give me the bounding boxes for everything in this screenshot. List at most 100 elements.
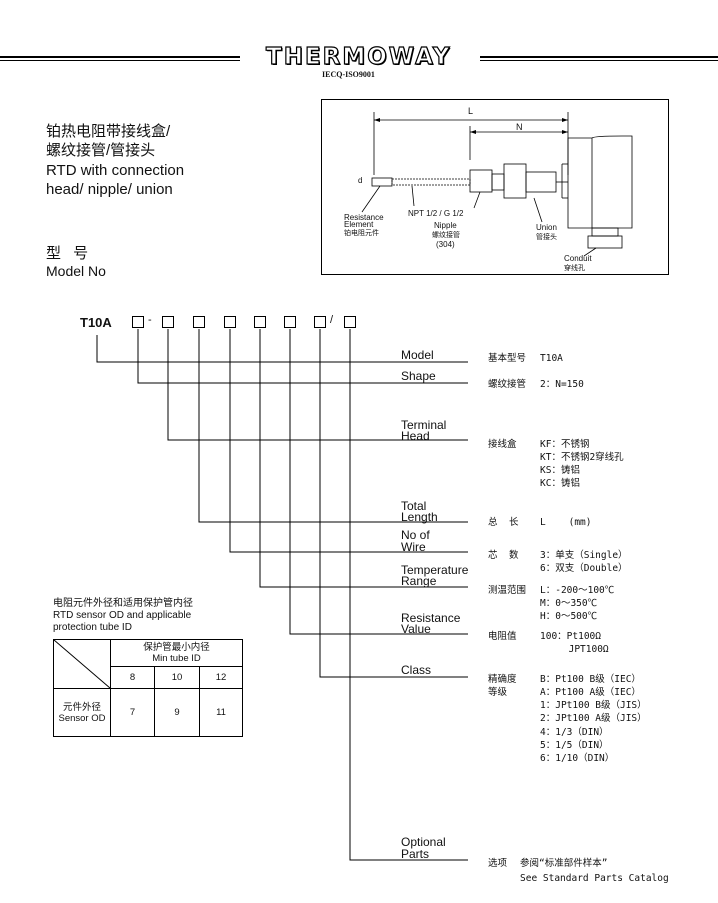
optional-value-zh: 参阅“标准部件样本” xyxy=(520,858,608,869)
table-row-label: 元件外径 Sensor OD xyxy=(53,688,111,737)
branch-shape-zh: 螺纹接管 xyxy=(488,379,527,390)
class-value-1: 1：JPt100 B级（JIS） xyxy=(540,700,647,711)
resistance-label-en1: Resistance xyxy=(344,213,384,222)
branch-resistance-label1: Resistance xyxy=(401,611,461,625)
nipple-spec-label: NPT 1/2 / G 1/2 xyxy=(408,209,464,218)
code-box-7 xyxy=(314,316,326,328)
nipple-label-en: Nipple xyxy=(434,221,457,230)
branch-model-label: Model xyxy=(401,348,434,362)
nipple-material-label: (304) xyxy=(436,240,455,249)
sensor-table-note-en2: protection tube ID xyxy=(53,622,132,633)
terminal-value-kc: KC：铸铝 xyxy=(540,478,580,489)
rtd-assembly-drawing xyxy=(361,112,633,257)
branch-wire-label2: Wire xyxy=(401,540,426,554)
class-value-b: B：Pt100 B级（IEC） xyxy=(540,674,641,685)
resistance-value-pt100: 100：Pt100Ω xyxy=(540,631,601,642)
optional-value-en: See Standard Parts Catalog xyxy=(520,873,669,884)
conduit-label-zh: 穿线孔 xyxy=(564,265,585,272)
temp-value-l: L：-200～100℃ xyxy=(540,585,615,596)
wire-value-single: 3：单支（Single） xyxy=(540,550,628,561)
code-box-1 xyxy=(132,316,144,328)
branch-length-label1: Total xyxy=(401,499,427,513)
header-rule-left xyxy=(0,56,240,61)
terminal-value-ks: KS：铸铝 xyxy=(540,465,580,476)
dim-d-label: d xyxy=(358,176,363,185)
table-row-label-zh: 元件外径 xyxy=(62,701,101,713)
table-header-zh: 保护管最小内径 xyxy=(143,641,210,653)
code-dash: - xyxy=(148,314,152,326)
brand-logo: THERMOWAY xyxy=(265,43,452,70)
branch-optional-zh: 选项 xyxy=(488,858,508,869)
union-label-zh: 管接头 xyxy=(536,234,557,241)
code-box-8 xyxy=(344,316,356,328)
branch-wire-label1: No of xyxy=(401,528,430,542)
class-value-2: 2：JPt100 A级（JIS） xyxy=(540,713,647,724)
product-drawing: L N d Resistance Element 铂电阻元件 NPT 1/2 /… xyxy=(321,99,669,275)
class-value-4: 4：1/3（DIN） xyxy=(540,727,609,738)
terminal-value-kt: KT：不锈钢2穿线孔 xyxy=(540,452,624,463)
dim-L-label: L xyxy=(468,106,474,116)
sensor-table-note-en1: RTD sensor OD and applicable xyxy=(53,610,192,621)
branch-optional-label2: Parts xyxy=(401,847,430,861)
code-box-2 xyxy=(162,316,174,328)
table-col-12: 12 xyxy=(199,665,243,690)
table-header-en: Min tube ID xyxy=(152,652,201,664)
header-rule-right xyxy=(480,56,718,61)
title-zh-line1: 铂热电阻带接线盒/ xyxy=(46,123,171,140)
diagonal-line xyxy=(54,640,110,688)
title-en-line1: RTD with connection xyxy=(46,162,185,179)
branch-length-label2: Length xyxy=(401,510,438,524)
branch-resistance-label2: Value xyxy=(401,622,431,636)
code-box-6 xyxy=(284,316,296,328)
table-value-7: 7 xyxy=(110,688,155,737)
branch-optional-label1: Optional xyxy=(401,835,446,849)
table-header-cell: 保护管最小内径 Min tube ID xyxy=(110,639,243,667)
branch-class-zh2: 等级 xyxy=(488,687,508,698)
branch-terminal-zh: 接线盒 xyxy=(488,439,517,450)
model-value: T10A xyxy=(540,353,563,364)
code-box-5 xyxy=(254,316,266,328)
branch-temp-label1: Temperature xyxy=(401,563,469,577)
temp-value-m: M：0～350℃ xyxy=(540,598,598,609)
model-code-prefix: T10A xyxy=(80,315,112,330)
table-value-9: 9 xyxy=(154,688,200,737)
dim-N-label: N xyxy=(516,122,523,132)
model-no-en: Model No xyxy=(46,263,106,279)
title-zh-line2: 螺纹接管/管接头 xyxy=(46,142,156,159)
certification-label: IECQ-ISO9001 xyxy=(322,70,375,79)
shape-value: 2：N=150 xyxy=(540,379,584,390)
resistance-value-jpt100: JPT100Ω xyxy=(540,644,609,655)
class-value-a: A：Pt100 A级（IEC） xyxy=(540,687,641,698)
table-diagonal-cell xyxy=(53,639,111,689)
table-row-label-en: Sensor OD xyxy=(58,712,106,724)
sensor-od-table: 保护管最小内径 Min tube ID 8 10 12 元件外径 Sensor … xyxy=(53,639,243,737)
table-value-11: 11 xyxy=(199,688,243,737)
branch-terminal-label1: Terminal xyxy=(401,418,447,432)
code-slash: / xyxy=(330,314,334,326)
terminal-value-kf: KF：不锈钢 xyxy=(540,439,590,450)
branch-temp-label2: Range xyxy=(401,574,437,588)
nipple-label-zh: 螺纹接管 xyxy=(432,232,460,239)
branch-length-zh: 总 长 xyxy=(488,517,519,528)
sensor-table-note-zh: 电阻元件外径和适用保护管内径 xyxy=(53,598,193,609)
table-col-8: 8 xyxy=(110,665,155,690)
resistance-label-zh: 铂电阻元件 xyxy=(344,230,379,237)
union-label-en: Union xyxy=(536,223,557,232)
class-value-6: 6：1/10（DIN） xyxy=(540,753,615,764)
code-box-3 xyxy=(193,316,205,328)
length-value: L (mm) xyxy=(540,517,592,528)
temp-value-h: H：0～500℃ xyxy=(540,611,598,622)
class-value-5: 5：1/5（DIN） xyxy=(540,740,609,751)
code-box-4 xyxy=(224,316,236,328)
resistance-label-en2: Element xyxy=(344,220,374,229)
title-en-line2: head/ nipple/ union xyxy=(46,181,173,198)
table-col-10: 10 xyxy=(154,665,200,690)
model-no-zh: 型 号 xyxy=(46,245,93,262)
branch-wire-zh: 芯 数 xyxy=(488,550,519,561)
conduit-label-en: Conduit xyxy=(564,254,592,263)
branch-class-zh: 精确度 xyxy=(488,674,517,685)
branch-temp-zh: 测温范围 xyxy=(488,585,527,596)
branch-resistance-zh: 电阻值 xyxy=(488,631,517,642)
branch-class-label: Class xyxy=(401,663,432,677)
